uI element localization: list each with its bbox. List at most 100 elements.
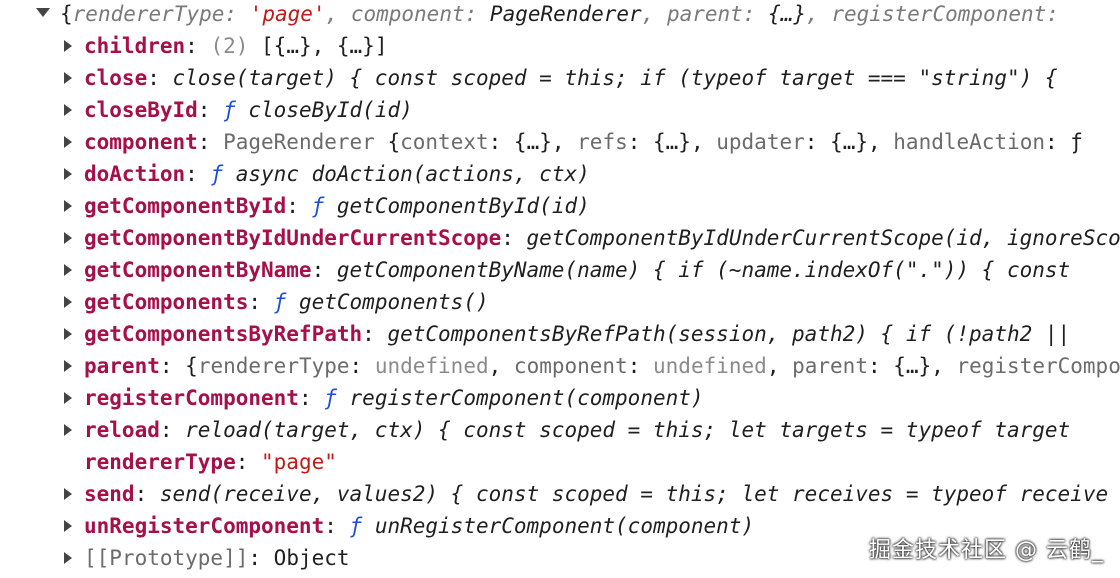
property-row[interactable]: rendererType: "page" (0, 446, 1120, 478)
property-key: [[Prototype]] (84, 546, 249, 570)
property-content: getComponents: ƒ getComponents() (84, 290, 489, 314)
property-value-part: getComponentByIdUnderCurrentScope(id, ig… (526, 226, 1120, 250)
property-key: unRegisterComponent (84, 514, 325, 538)
property-value-part: getComponents() (298, 290, 489, 314)
property-value-part: reload(target, ctx) { const scoped = thi… (185, 418, 1083, 442)
collapse-triangle-icon[interactable] (36, 8, 50, 17)
expand-triangle-icon[interactable] (64, 40, 72, 52)
property-content: registerComponent: ƒ registerComponent(c… (84, 386, 704, 410)
property-value-part: getComponentByName(name) { if (~name.ind… (336, 258, 1083, 282)
property-key: getComponentByName (84, 258, 312, 282)
property-value-part: : {…}, (867, 354, 957, 378)
property-row[interactable]: [[Prototype]]: Object (0, 542, 1120, 574)
property-row[interactable]: getComponentByName: getComponentByName(n… (0, 254, 1120, 286)
property-row[interactable]: closeById: ƒ closeById(id) (0, 94, 1120, 126)
property-value-part: : {…}, (488, 130, 578, 154)
property-content: getComponentById: ƒ getComponentById(id) (84, 194, 590, 218)
property-value-part: : {…}, (627, 130, 717, 154)
property-value-part: async doAction(actions, ctx) (235, 162, 590, 186)
property-value-part: ƒ (349, 514, 375, 538)
expand-triangle-icon[interactable] (64, 296, 72, 308)
property-key: children (84, 34, 186, 58)
property-value-part: ƒ (210, 162, 236, 186)
property-key: parent (84, 354, 160, 378)
property-value-part: [{…}, {…}] (261, 34, 388, 58)
expand-triangle-icon[interactable] (64, 168, 72, 180)
expand-triangle-icon[interactable] (64, 552, 72, 564)
root-object-row[interactable]: {rendererType: 'page', component: PageRe… (0, 0, 1120, 30)
property-row[interactable]: parent: {rendererType: undefined, compon… (0, 350, 1120, 382)
property-value-part: send(receive, values2) { const scoped = … (159, 482, 1109, 506)
property-value-part: { (387, 130, 401, 154)
property-key: close (84, 66, 148, 90)
property-key: component (84, 130, 198, 154)
property-value-part: getComponentById(id) (336, 194, 590, 218)
property-value-part: getComponentsByRefPath(session, path2) {… (387, 322, 1083, 346)
property-row[interactable]: component: PageRenderer {context: {…}, r… (0, 126, 1120, 158)
property-value-part: component (513, 354, 628, 378)
property-value-part: undefined (374, 354, 489, 378)
expand-triangle-icon[interactable] (64, 392, 72, 404)
property-value-part: PageRenderer (223, 130, 388, 154)
property-value-part: : {…}, (804, 130, 894, 154)
property-row[interactable]: close: close(target) { const scoped = th… (0, 62, 1120, 94)
property-content: reload: reload(target, ctx) { const scop… (84, 418, 1083, 442)
expand-triangle-icon[interactable] (64, 232, 72, 244)
property-content: close: close(target) { const scoped = th… (84, 66, 1071, 90)
property-value-part: registerComponent (956, 354, 1120, 378)
property-value-part: refs (577, 130, 628, 154)
expand-triangle-icon[interactable] (64, 264, 72, 276)
expand-triangle-icon[interactable] (64, 136, 72, 148)
expand-triangle-icon[interactable] (64, 200, 72, 212)
root-object-summary: {rendererType: 'page', component: PageRe… (60, 2, 1072, 26)
property-value-part: "page" (261, 450, 337, 474)
property-value-part: : ƒ (1045, 130, 1083, 154)
property-content: send: send(receive, values2) { const sco… (84, 482, 1109, 506)
property-content: component: PageRenderer {context: {…}, r… (84, 130, 1083, 154)
property-value-part: : (349, 354, 375, 378)
property-content: unRegisterComponent: ƒ unRegisterCompone… (84, 514, 755, 538)
property-row[interactable]: reload: reload(target, ctx) { const scop… (0, 414, 1120, 446)
property-row[interactable]: getComponentByIdUnderCurrentScope: getCo… (0, 222, 1120, 254)
property-key: reload (84, 418, 160, 442)
property-key: getComponents (84, 290, 249, 314)
property-value-part: context (400, 130, 489, 154)
property-key: getComponentsByRefPath (84, 322, 363, 346)
property-row[interactable]: getComponentById: ƒ getComponentById(id) (0, 190, 1120, 222)
property-value-part: , (488, 354, 514, 378)
property-row[interactable]: unRegisterComponent: ƒ unRegisterCompone… (0, 510, 1120, 542)
property-value-part: ƒ (273, 290, 299, 314)
expand-triangle-icon[interactable] (64, 360, 72, 372)
property-content: getComponentByIdUnderCurrentScope: getCo… (84, 222, 1120, 254)
property-value-part: registerComponent(component) (349, 386, 704, 410)
property-value-part: undefined (653, 354, 767, 378)
property-key: doAction (84, 162, 186, 186)
property-value-part: ƒ (223, 98, 249, 122)
expand-triangle-icon[interactable] (64, 72, 72, 84)
property-value-part: ƒ (311, 194, 337, 218)
property-row[interactable]: getComponentsByRefPath: getComponentsByR… (0, 318, 1120, 350)
property-value-part: handleAction (893, 130, 1045, 154)
expand-triangle-icon[interactable] (64, 104, 72, 116)
property-row[interactable]: children: (2) [{…}, {…}] (0, 30, 1120, 62)
property-key: getComponentById (84, 194, 287, 218)
property-value-part: ƒ (324, 386, 350, 410)
property-key: send (84, 482, 135, 506)
property-row[interactable]: getComponents: ƒ getComponents() (0, 286, 1120, 318)
property-key: closeById (84, 98, 198, 122)
expand-triangle-icon[interactable] (64, 488, 72, 500)
property-row[interactable]: registerComponent: ƒ registerComponent(c… (0, 382, 1120, 414)
property-value-part: parent (792, 354, 868, 378)
property-value-part: (2) (210, 34, 262, 58)
property-value-part: unRegisterComponent(component) (374, 514, 755, 538)
property-row[interactable]: send: send(receive, values2) { const sco… (0, 478, 1120, 510)
property-row[interactable]: doAction: ƒ async doAction(actions, ctx) (0, 158, 1120, 190)
property-value-part: closeById(id) (248, 98, 413, 122)
property-content: parent: {rendererType: undefined, compon… (84, 350, 1120, 382)
expand-triangle-icon[interactable] (64, 520, 72, 532)
expand-triangle-icon[interactable] (64, 328, 72, 340)
property-value-part: Object (273, 546, 350, 570)
expand-triangle-icon[interactable] (64, 424, 72, 436)
property-value-part: , (766, 354, 793, 378)
